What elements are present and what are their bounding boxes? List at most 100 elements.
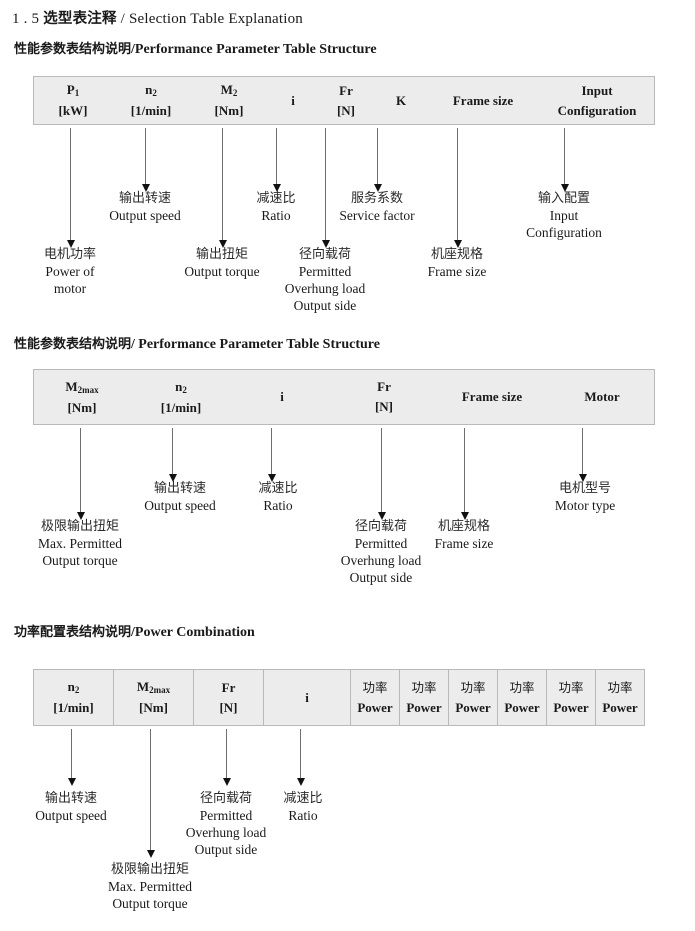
callout-arrow-output-torque [218, 128, 227, 248]
callout-arrow-max-output-torque [76, 428, 85, 520]
callout-overhung-load-3-cn: 径向载荷 [199, 791, 253, 806]
callout-overhung-load-3-en-1: Permitted [199, 808, 253, 823]
section-1-heading-cn: 性能参数表结构说明 [14, 42, 132, 57]
callout-output-torque-en: Output torque [184, 264, 260, 279]
callout-power-of-motor-en-2: motor [53, 281, 87, 296]
callout-ratio-cn: 减速比 [256, 191, 296, 206]
table-1-col-m2-unit: [Nm] [214, 103, 244, 118]
table-3-divider-6 [448, 670, 449, 725]
callout-arrow-overhung-load [321, 128, 330, 248]
table-1-col-m2: M2 [Nm] [190, 77, 268, 124]
callout-arrow-output-speed-2 [168, 428, 177, 482]
callout-overhung-load-2-cn: 径向载荷 [354, 519, 408, 534]
table-1-col-frame-size: Frame size [428, 77, 538, 124]
callout-input-configuration-en-2: Configuration [526, 225, 602, 240]
table-3-col-power-3-en: Power [455, 699, 491, 715]
table-2-col-n2: n2 [1/min] [130, 370, 232, 424]
callout-arrow-power [66, 128, 75, 248]
callout-overhung-load: 径向载荷 Permitted Overhung load Output side [285, 246, 366, 314]
callout-frame-size: 机座规格 Frame size [428, 246, 487, 280]
table-3-col-power-2-cn: 功率 [411, 679, 437, 695]
table-2-col-m2max-symbol: M2max [65, 378, 99, 395]
table-3-col-power-6-en: Power [602, 699, 638, 715]
callout-arrow-max-output-torque-3 [146, 729, 155, 858]
table-1-col-k-symbol: K [395, 92, 407, 108]
table-3-col-power-4: 功率 Power [498, 670, 546, 725]
page-title-en: Selection Table Explanation [128, 11, 304, 27]
callout-max-output-torque-cn: 极限输出扭矩 [40, 519, 119, 534]
table-3-divider-2 [193, 670, 194, 725]
callout-power-of-motor: 电机功率 Power of motor [44, 246, 96, 297]
table-1-col-fr: Fr [N] [318, 77, 374, 124]
callout-frame-size-cn: 机座规格 [430, 247, 484, 262]
callout-frame-size-2: 机座规格 Frame size [435, 518, 494, 552]
callout-overhung-load-en-2: Overhung load [284, 281, 366, 296]
table-3-col-power-1-cn: 功率 [362, 679, 388, 695]
table-3-divider-3 [263, 670, 264, 725]
callout-ratio-2: 减速比 Ratio [258, 480, 297, 514]
table-1-col-input-configuration: Input Configuration [538, 77, 656, 124]
table-2-col-fr-symbol: Fr [377, 379, 391, 394]
table-3-col-m2max-symbol: M2max [136, 679, 171, 695]
callout-arrow-frame-size-2 [460, 428, 469, 520]
callout-max-output-torque-3-en-2: Output torque [112, 896, 188, 911]
table-1-col-n2-unit: [1/min] [130, 103, 172, 118]
table-2-col-motor: Motor [548, 370, 656, 424]
callout-arrow-output-speed-3 [67, 729, 76, 786]
callout-motor-type: 电机型号 Motor type [555, 480, 615, 514]
table-1-col-fr-symbol: Fr [339, 82, 353, 98]
section-2-heading-en: Performance Parameter Table Structure [138, 337, 380, 352]
table-1-col-n2: n2 [1/min] [112, 77, 190, 124]
callout-input-configuration-en-1: Input [549, 208, 579, 223]
table-3-col-power-5-cn: 功率 [558, 679, 584, 695]
callout-overhung-load-cn: 径向载荷 [298, 247, 352, 262]
callout-ratio-2-en: Ratio [263, 498, 293, 513]
callout-overhung-load-3-en-3: Output side [194, 842, 258, 857]
table-3-col-fr-unit: [N] [219, 699, 238, 715]
callout-output-speed-cn: 输出转速 [118, 191, 171, 206]
table-1-col-i-symbol: i [291, 92, 295, 108]
callout-output-speed-2-cn: 输出转速 [153, 481, 206, 496]
performance-parameter-table-1: P1 [kW] n2 [1/min] M2 [Nm] i Fr [N] K Fr… [33, 76, 655, 125]
table-3-col-fr: Fr [N] [194, 670, 263, 725]
table-3-col-n2-symbol: n2 [67, 679, 80, 695]
table-1-col-n2-symbol: n2 [145, 82, 157, 98]
callout-ratio-2-cn: 减速比 [258, 481, 298, 496]
section-3-heading-sep: / [131, 625, 135, 640]
table-3-col-power-3: 功率 Power [449, 670, 497, 725]
callout-power-of-motor-en-1: Power of [45, 264, 95, 279]
callout-output-speed-3: 输出转速 Output speed [35, 790, 107, 824]
callout-ratio-3-cn: 减速比 [283, 791, 323, 806]
table-3-col-power-2-en: Power [406, 699, 442, 715]
callout-max-output-torque-en-1: Max. Permitted [38, 536, 122, 551]
performance-parameter-table-2: M2max [Nm] n2 [1/min] i Fr [N] Frame siz… [33, 369, 655, 425]
section-number: 1 . 5 [12, 11, 40, 27]
section-1-heading: 性能参数表结构说明/Performance Parameter Table St… [14, 38, 377, 58]
callout-power-of-motor-cn: 电机功率 [43, 247, 97, 262]
callout-input-configuration: 输入配置 Input Configuration [526, 190, 602, 241]
table-3-col-m2max-unit: [Nm] [139, 700, 168, 715]
table-3-col-power-5: 功率 Power [547, 670, 595, 725]
table-1-col-fr-unit: [N] [336, 102, 356, 118]
table-3-divider-5 [399, 670, 400, 725]
table-3-col-power-6: 功率 Power [596, 670, 644, 725]
callout-arrow-ratio-2 [267, 428, 276, 482]
table-2-col-frame-size: Frame size [436, 370, 548, 424]
callout-input-configuration-cn: 输入配置 [537, 191, 590, 206]
table-2-col-n2-symbol: n2 [175, 378, 187, 395]
table-1-col-i: i [268, 77, 318, 124]
callout-arrow-motor-type [578, 428, 587, 482]
table-3-divider-8 [546, 670, 547, 725]
table-1-col-input-configuration-l2: Configuration [557, 102, 637, 118]
table-3-divider-9 [595, 670, 596, 725]
table-3-col-i: i [264, 670, 350, 725]
callout-overhung-load-en-3: Output side [293, 298, 357, 313]
callout-overhung-load-2: 径向载荷 Permitted Overhung load Output side [341, 518, 422, 586]
callout-arrow-service-factor [373, 128, 382, 192]
page-title: 1 . 5 选型表注释 / Selection Table Explanatio… [12, 7, 303, 28]
table-2-col-frame-size-label: Frame size [461, 389, 523, 404]
table-1-col-p1-symbol: P1 [66, 82, 80, 98]
table-1-col-m2-symbol: M2 [220, 82, 238, 98]
callout-overhung-load-en-1: Permitted [298, 264, 352, 279]
